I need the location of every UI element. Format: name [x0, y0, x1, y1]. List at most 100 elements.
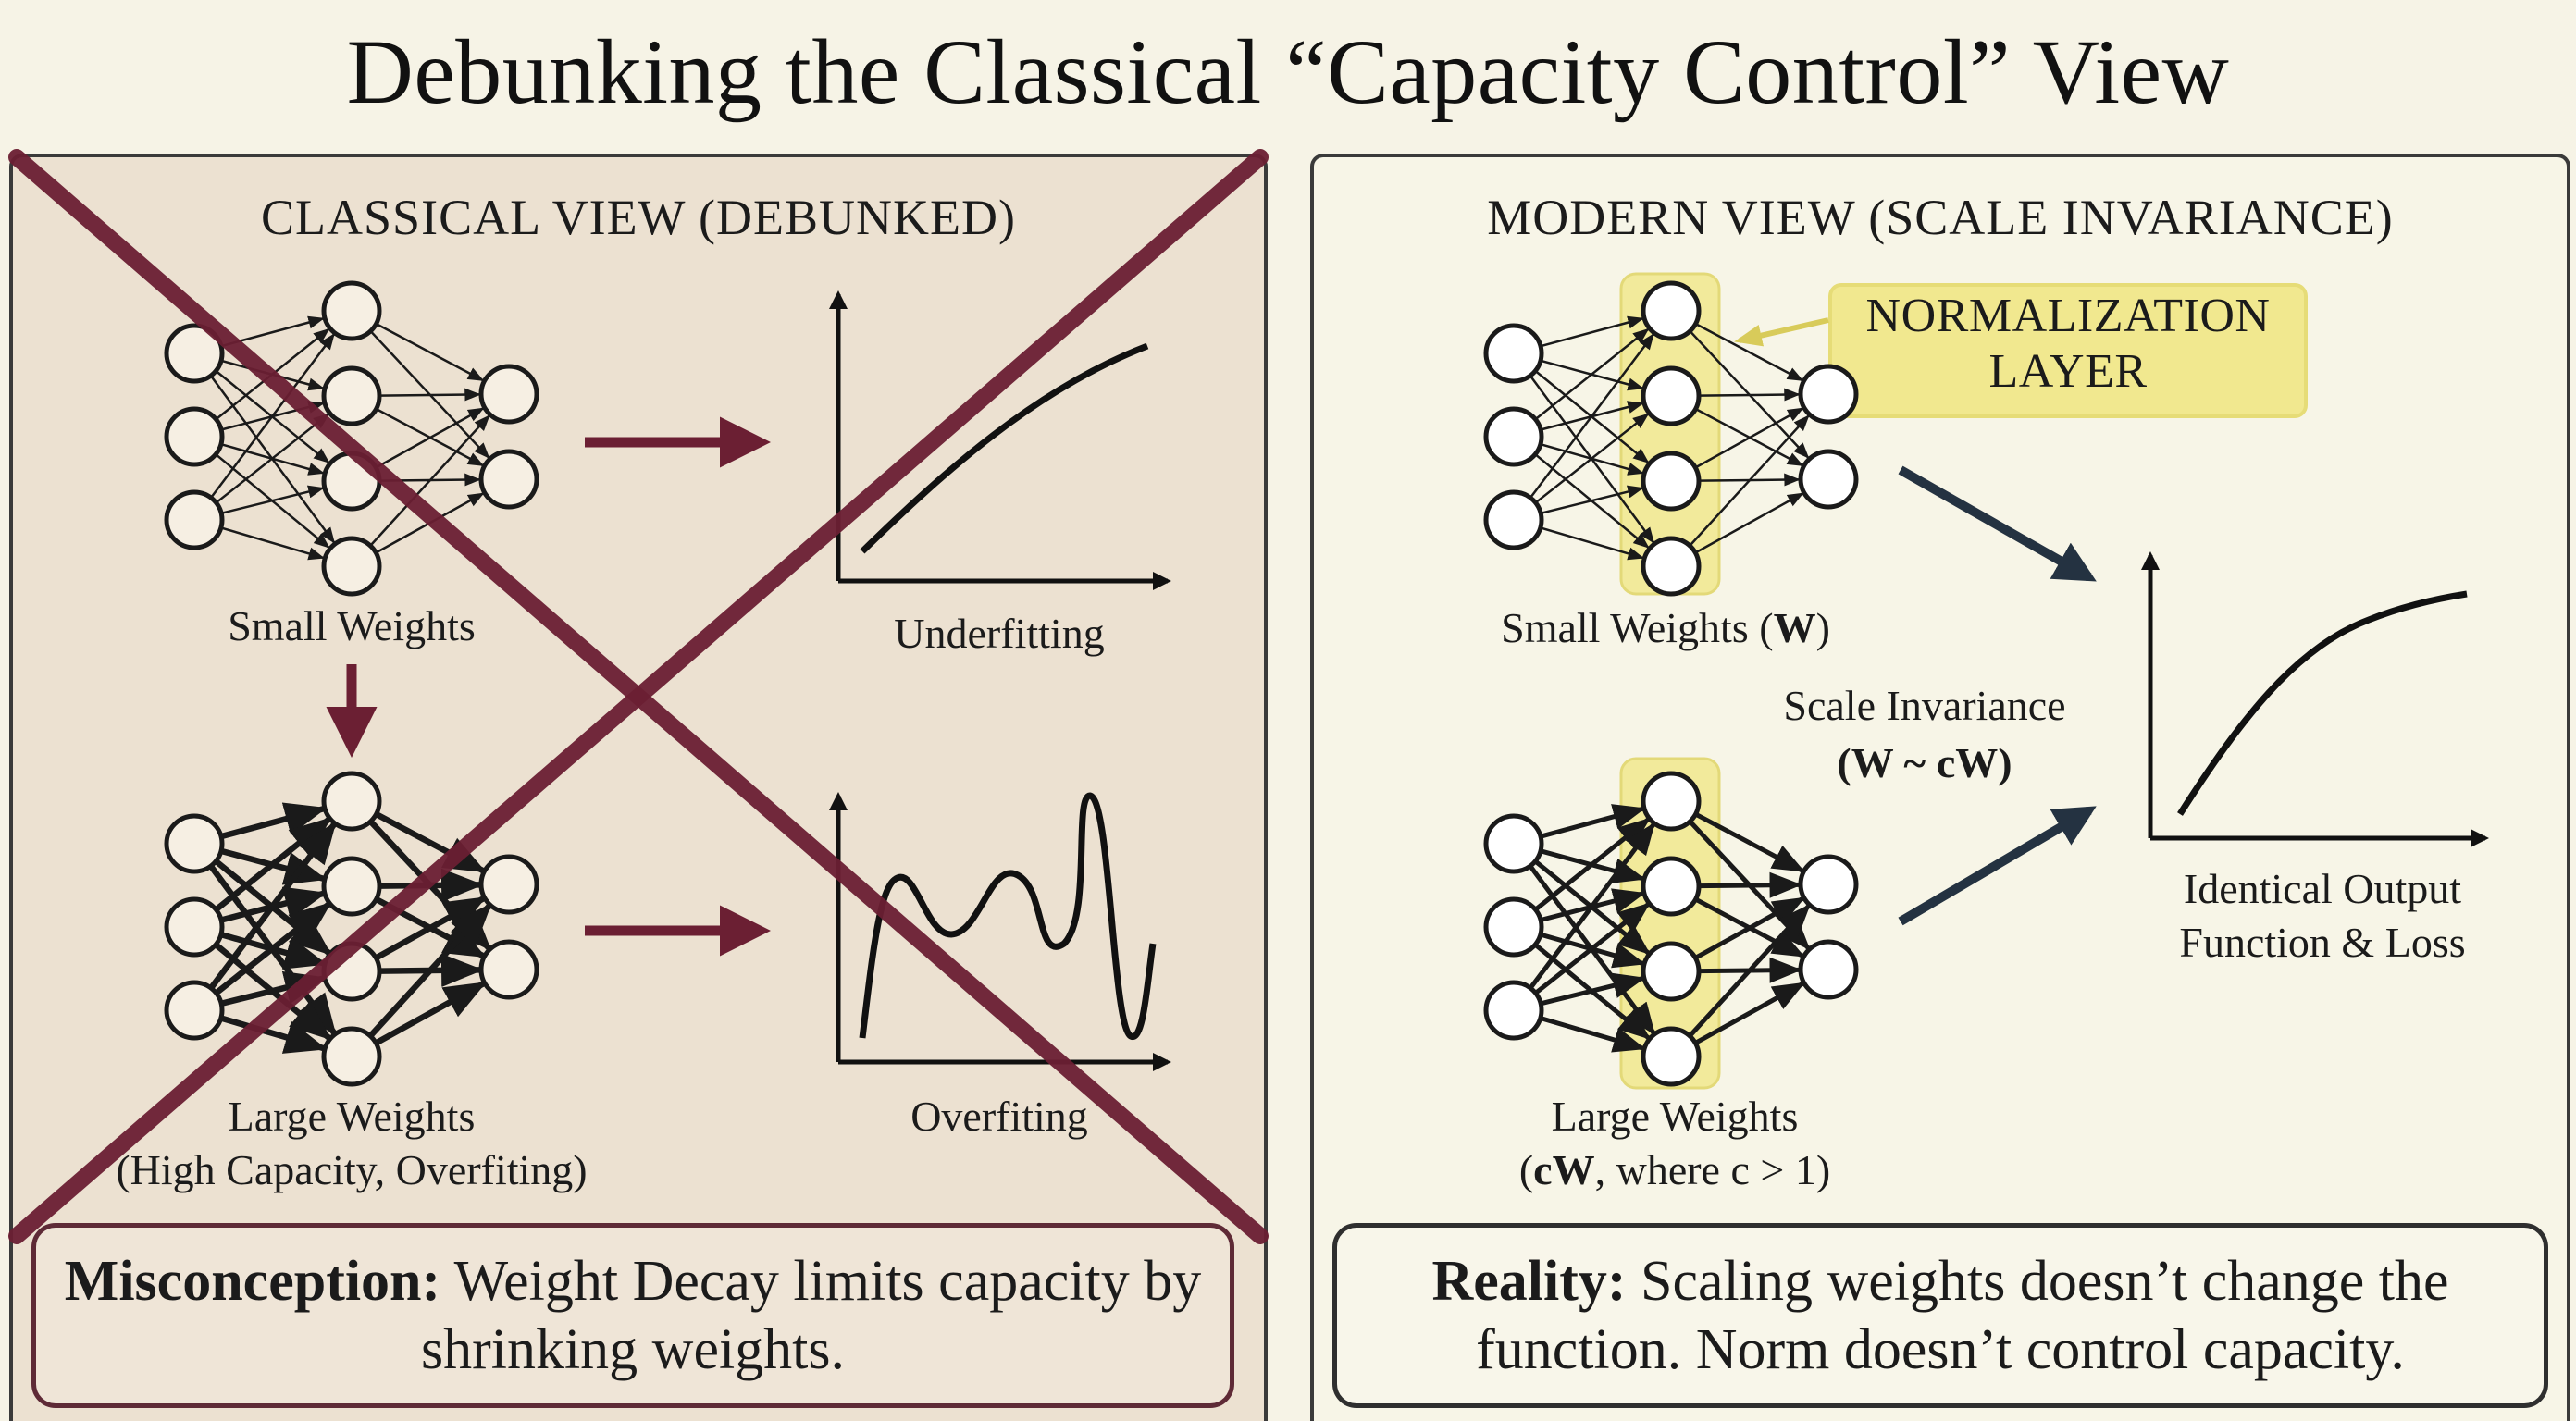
network-node: [1483, 980, 1544, 1041]
page-title: Debunking the Classical “Capacity Contro…: [346, 20, 2230, 123]
network-node: [478, 939, 539, 1000]
network-node: [321, 856, 382, 917]
small-weights-w-symbol: W: [1773, 604, 1816, 651]
overfitting-plot: [829, 792, 1171, 1071]
small-weights-network: [164, 280, 539, 597]
network-node: [1483, 896, 1544, 958]
callout-line-2: LAYER: [1988, 345, 2148, 398]
network-weight-edge: [215, 413, 330, 504]
small-weights-w-text: Small Weights (: [1501, 604, 1774, 651]
network-node: [1641, 856, 1702, 917]
network-weight-edge: [1688, 904, 1811, 1038]
network-node: [1641, 1026, 1702, 1087]
network-node: [1641, 941, 1702, 1002]
network-node: [1483, 489, 1544, 550]
network-weight-edge: [374, 981, 487, 1046]
network-node: [321, 771, 382, 832]
large-weights-cw-open: (: [1518, 1146, 1534, 1193]
reality-box: Reality: Scaling weights doesn’t change …: [1332, 1223, 2548, 1408]
network-node: [321, 280, 382, 341]
large-weights-label: Large Weights: [228, 1093, 476, 1140]
callout-pointer: [1734, 317, 1829, 347]
network-node: [478, 854, 539, 915]
misconception-text: Misconception: Weight Decay limits capac…: [64, 1247, 1202, 1384]
large-weights-cw-sublabel: (cW, where c > 1): [1406, 1143, 1943, 1197]
reality-bold: Reality:: [1431, 1250, 1627, 1313]
network-weight-edge: [208, 821, 337, 990]
reality-body: Scaling weights doesn’t change the funct…: [1476, 1250, 2449, 1381]
network-weight-edge: [210, 333, 335, 499]
network-weight-edge: [1534, 327, 1650, 421]
normalization-layer-callout: [1828, 283, 2308, 418]
network-weight-edge: [1540, 804, 1646, 839]
debunk-cross-line-2: [8, 149, 1269, 1244]
network-node: [478, 449, 539, 510]
underfitting-label: Underfitting: [894, 610, 1105, 657]
network-node: [321, 536, 382, 597]
network-node: [321, 365, 382, 426]
misconception-box: Misconception: Weight Decay limits capac…: [31, 1223, 1234, 1408]
network-weight-edge: [374, 811, 487, 873]
network-weight-edge: [1540, 1016, 1646, 1053]
identical-output-label-1: Identical Output: [2183, 865, 2462, 912]
network-weight-edge: [375, 407, 485, 469]
network-node: [1798, 854, 1859, 915]
network-node: [164, 406, 225, 467]
network-weight-edge: [1540, 972, 1646, 1007]
network-weight-edge: [1540, 315, 1644, 348]
callout-line-1: NORMALIZATION: [1865, 290, 2271, 342]
arrow-small-to-output: [1898, 465, 2097, 582]
misconception-body: Weight Decay limits capacity by shrinkin…: [420, 1250, 1202, 1381]
network-node: [1798, 939, 1859, 1000]
network-weight-edge: [1540, 485, 1644, 515]
network-weight-edge: [1694, 492, 1804, 554]
normalized-small-weights-network: [1483, 280, 1859, 597]
modern-view-heading: MODERN VIEW (SCALE INVARIANCE): [1487, 190, 2394, 245]
network-node: [1641, 536, 1702, 597]
network-weight-edge: [1530, 333, 1654, 499]
network-weight-edge: [1529, 822, 1655, 990]
network-weight-edge: [1534, 413, 1650, 504]
scale-invariance-label: Scale Invariance: [1783, 682, 2066, 729]
reality-text: Reality: Scaling weights doesn’t change …: [1365, 1247, 2516, 1384]
network-weight-edge: [1694, 322, 1804, 382]
network-node: [478, 364, 539, 425]
overfitting-curve: [859, 792, 1157, 1040]
small-weights-w-close: ): [1815, 604, 1830, 651]
network-node: [321, 1026, 382, 1087]
network-weight-edge: [378, 388, 481, 402]
arrow-large-to-output: [1898, 806, 2097, 926]
network-weight-edge: [220, 802, 328, 840]
identical-output-plot: [2141, 551, 2489, 847]
misconception-bold: Misconception:: [64, 1250, 441, 1313]
large-weights-network: [164, 771, 539, 1087]
network-node: [1798, 364, 1859, 425]
identical-output-label-2: Function & Loss: [2179, 919, 2466, 966]
network-weight-edge: [1694, 811, 1805, 873]
network-weight-edge: [214, 901, 332, 995]
network-weight-edge: [1698, 388, 1801, 402]
classical-view-heading: CLASSICAL VIEW (DEBUNKED): [261, 190, 1016, 245]
network-weight-edge: [1534, 902, 1651, 995]
identical-output-curve: [2177, 590, 2468, 816]
network-weight-edge: [369, 414, 490, 547]
network-node: [164, 323, 225, 384]
network-node: [1483, 813, 1544, 874]
network-node: [1483, 406, 1544, 467]
underfitting-curve: [860, 342, 1149, 554]
network-node: [164, 813, 225, 874]
network-weight-edge: [367, 903, 492, 1039]
network-node: [1798, 449, 1859, 510]
network-node: [164, 980, 225, 1041]
network-weight-edge: [220, 526, 325, 561]
network-weight-edge: [220, 485, 325, 515]
network-node: [1641, 451, 1702, 512]
network-node: [1641, 280, 1702, 341]
network-node: [164, 489, 225, 550]
large-weights-sublabel: (High Capacity, Overfiting): [116, 1146, 588, 1193]
network-weight-edge: [1694, 407, 1804, 469]
small-weights-label: Small Weights: [228, 602, 476, 649]
network-node: [164, 896, 225, 958]
normalization-layer-label: NORMALIZATION LAYER: [1828, 289, 2308, 400]
